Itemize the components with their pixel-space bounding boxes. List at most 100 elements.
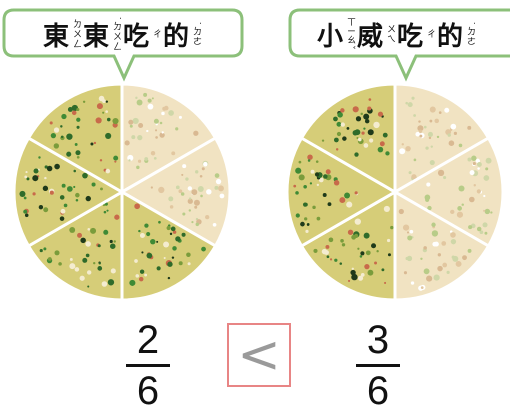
topping-speck (69, 227, 76, 233)
topping-speck (114, 214, 120, 220)
topping-speck (333, 116, 338, 122)
topping-speck (47, 257, 52, 261)
topping-speck (38, 204, 44, 210)
topping-speck (482, 222, 488, 228)
topping-speck (53, 127, 60, 133)
topping-speck (450, 239, 457, 245)
topping-speck (402, 224, 410, 231)
topping-speck (170, 226, 176, 232)
topping-speck (462, 255, 467, 261)
topping-speck (413, 158, 417, 162)
topping-speck (376, 250, 379, 253)
topping-speck (91, 182, 96, 187)
topping-speck (447, 133, 451, 137)
topping-speck (137, 135, 143, 141)
topping-speck (187, 198, 193, 204)
fraction-bar (356, 364, 400, 367)
topping-speck (182, 212, 186, 216)
zhuyin: ㄒㄧㄠˇ (344, 17, 355, 51)
topping-speck (195, 222, 200, 227)
topping-speck (425, 197, 430, 202)
topping-speck (401, 143, 404, 146)
topping-speck (60, 125, 63, 128)
topping-speck (195, 170, 199, 174)
topping-speck (437, 253, 442, 257)
topping-speck (329, 258, 333, 261)
char: 吃 (397, 21, 425, 52)
topping-speck (73, 169, 77, 173)
topping-speck (32, 175, 39, 182)
topping-speck (427, 205, 432, 211)
topping-speck (161, 131, 164, 134)
topping-speck (67, 107, 73, 112)
topping-speck (333, 180, 340, 186)
topping-speck (106, 209, 109, 212)
topping-speck (306, 223, 310, 226)
topping-speck (153, 156, 157, 160)
topping-speck (371, 243, 377, 249)
topping-speck (66, 133, 73, 140)
topping-speck (138, 229, 141, 233)
topping-speck (419, 134, 423, 138)
topping-speck (141, 251, 144, 254)
pizza-slice-remaining (26, 82, 124, 195)
topping-speck (114, 160, 117, 163)
bubble-text-left: 東ㄉㄨㄥ 東˙ㄉㄨㄥ 吃ㄔ 的˙ㄉㄜ (2, 12, 244, 56)
topping-speck (341, 243, 346, 247)
topping-speck (441, 241, 447, 246)
pizza-slice-eaten (393, 189, 491, 302)
topping-speck (467, 125, 472, 130)
topping-speck (342, 136, 347, 141)
topping-speck (150, 238, 156, 245)
topping-speck (417, 125, 424, 132)
topping-speck (360, 112, 363, 116)
topping-speck (406, 231, 410, 234)
topping-speck (340, 238, 344, 243)
topping-speck (73, 185, 76, 189)
topping-speck (432, 241, 438, 247)
topping-speck (90, 227, 97, 234)
topping-speck (24, 213, 29, 218)
topping-speck (457, 206, 462, 211)
topping-speck (472, 161, 476, 166)
topping-speck (473, 184, 476, 187)
topping-speck (203, 161, 208, 167)
topping-speck (53, 143, 60, 149)
fraction-left: 2 6 (118, 318, 178, 413)
denominator-left: 6 (136, 369, 160, 413)
topping-speck (426, 275, 433, 282)
topping-speck (163, 105, 169, 111)
topping-speck (185, 177, 189, 181)
pizza-right (285, 82, 505, 302)
topping-speck (59, 195, 65, 200)
topping-speck (407, 235, 413, 241)
topping-speck (100, 187, 103, 191)
topping-speck (300, 221, 305, 227)
topping-speck (428, 136, 432, 140)
topping-speck (86, 270, 92, 275)
topping-speck (315, 160, 319, 163)
topping-speck (87, 285, 90, 288)
comparison-box[interactable]: < (227, 323, 291, 387)
topping-speck (423, 246, 427, 250)
topping-speck (97, 266, 103, 271)
topping-speck (351, 234, 357, 240)
topping-speck (386, 238, 391, 243)
topping-speck (169, 232, 173, 236)
topping-speck (105, 132, 112, 139)
topping-speck (476, 189, 481, 194)
topping-speck (307, 159, 311, 162)
topping-speck (188, 209, 191, 212)
topping-speck (351, 267, 354, 270)
topping-speck (437, 169, 445, 177)
topping-speck (399, 148, 406, 155)
topping-speck (346, 126, 350, 130)
fraction-bar (126, 364, 170, 367)
topping-speck (99, 159, 103, 162)
topping-speck (363, 232, 370, 239)
topping-speck (187, 186, 193, 191)
topping-speck (398, 208, 404, 215)
topping-speck (50, 133, 57, 139)
zhuyin: ㄨㄟ (385, 24, 395, 44)
topping-speck (139, 233, 145, 239)
